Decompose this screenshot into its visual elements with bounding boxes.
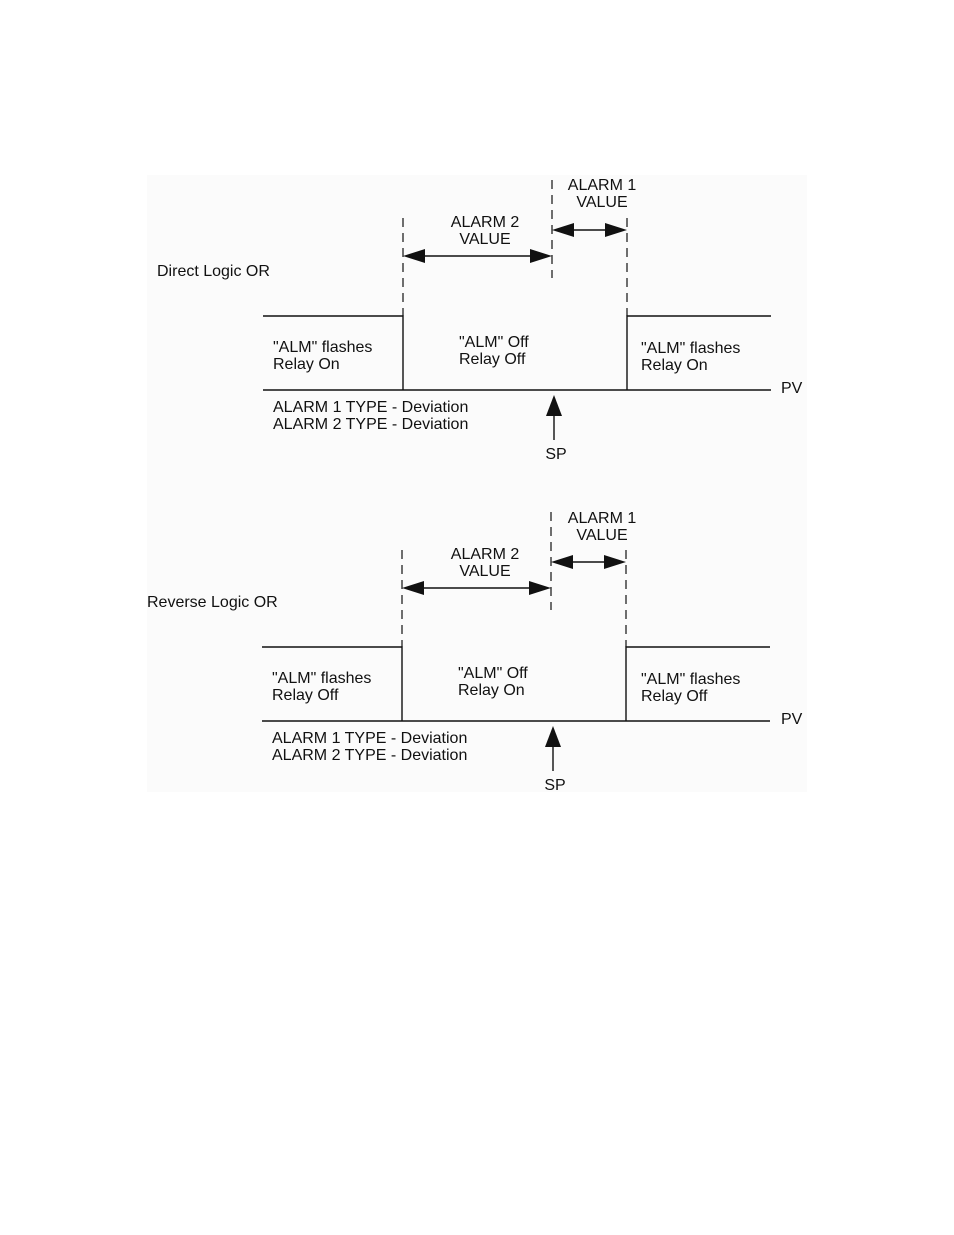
- diagram-title: Reverse Logic OR: [147, 594, 278, 611]
- setpoint-label: SP: [544, 777, 565, 794]
- alarm1-value-label-line1: ALARM 1: [568, 510, 637, 527]
- alarm2-value-arrow: [402, 581, 551, 595]
- alarm1-type-text: ALARM 1 TYPE - Deviation: [272, 730, 467, 747]
- left-region-line2: Relay Off: [272, 687, 339, 704]
- center-region-line2: Relay Off: [459, 351, 526, 368]
- pv-axis-label: PV: [781, 380, 803, 397]
- setpoint-arrow: [546, 395, 562, 440]
- alarm2-value-arrow: [403, 249, 552, 263]
- center-region-line2: Relay On: [458, 682, 525, 699]
- diagram-reverse-logic: Reverse Logic OR ALARM 1 VALUE ALARM 2 V…: [147, 510, 803, 794]
- right-region-waveform: [625, 646, 770, 721]
- right-region-line2: Relay On: [641, 357, 708, 374]
- alarm2-value-label-line1: ALARM 2: [451, 546, 520, 563]
- alarm2-value-label-line1: ALARM 2: [451, 214, 520, 231]
- figure-background: [147, 175, 807, 792]
- setpoint-label: SP: [545, 446, 566, 463]
- center-region-line1: "ALM" Off: [458, 665, 528, 682]
- left-region-waveform: [263, 315, 404, 390]
- right-region-line2: Relay Off: [641, 688, 708, 705]
- left-region-line1: "ALM" flashes: [272, 670, 371, 687]
- alarm1-value-arrow: [552, 223, 627, 237]
- right-region-waveform: [626, 315, 771, 390]
- diagram-direct-logic: Direct Logic OR ALARM 1 VALUE ALARM 2 VA…: [157, 177, 803, 463]
- setpoint-arrow: [545, 726, 561, 771]
- alarm2-value-label-line2: VALUE: [459, 563, 510, 580]
- alarm1-value-label-line2: VALUE: [576, 194, 627, 211]
- alarm1-type-text: ALARM 1 TYPE - Deviation: [273, 399, 468, 416]
- alarm1-value-label-line1: ALARM 1: [568, 177, 637, 194]
- alarm1-value-label-line2: VALUE: [576, 527, 627, 544]
- alarm2-type-text: ALARM 2 TYPE - Deviation: [273, 416, 468, 433]
- left-region-line1: "ALM" flashes: [273, 339, 372, 356]
- right-region-line1: "ALM" flashes: [641, 671, 740, 688]
- left-region-line2: Relay On: [273, 356, 340, 373]
- alarm2-value-label-line2: VALUE: [459, 231, 510, 248]
- pv-axis-label: PV: [781, 711, 803, 728]
- diagram-title: Direct Logic OR: [157, 263, 270, 280]
- center-region-line1: "ALM" Off: [459, 334, 529, 351]
- right-region-line1: "ALM" flashes: [641, 340, 740, 357]
- left-region-waveform: [262, 646, 403, 721]
- alarm2-type-text: ALARM 2 TYPE - Deviation: [272, 747, 467, 764]
- alarm1-value-arrow: [551, 555, 626, 569]
